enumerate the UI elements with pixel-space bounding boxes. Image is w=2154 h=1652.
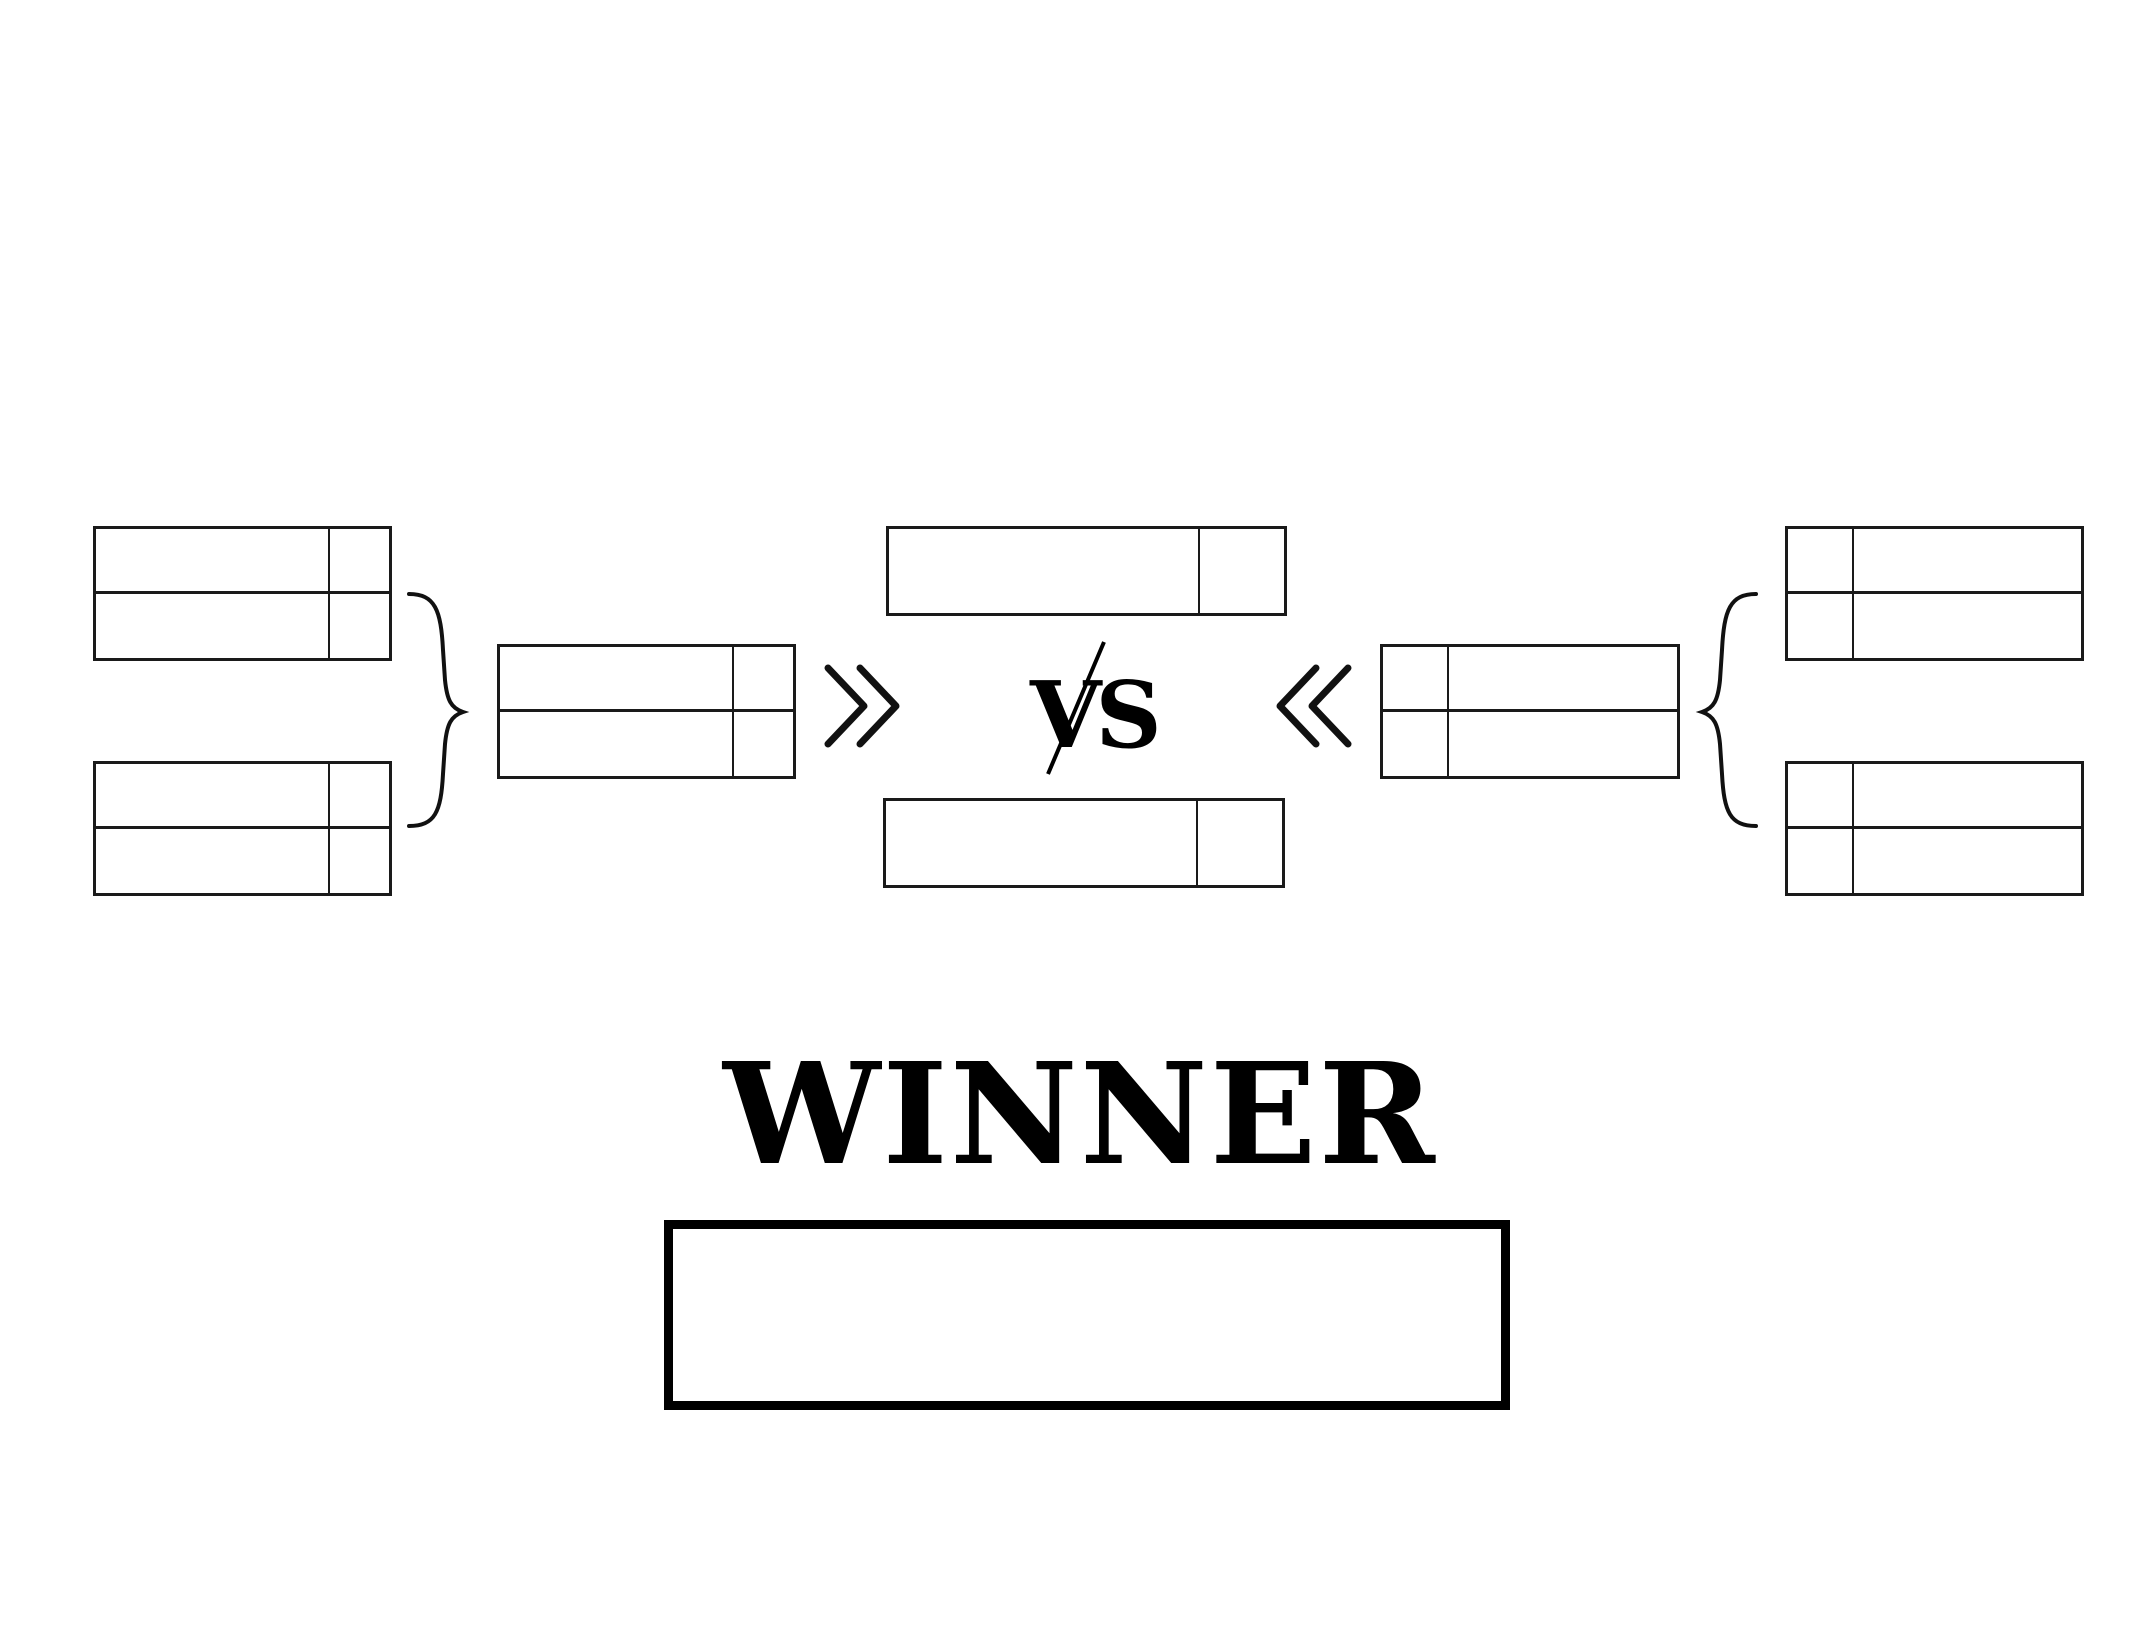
team-score[interactable] [1788, 764, 1854, 826]
right-r1-match-1 [1785, 526, 2084, 661]
right-r1-match-2 [1785, 761, 2084, 896]
left-semifinal-slot-b[interactable] [500, 711, 793, 777]
winner-name-box[interactable] [664, 1220, 1510, 1410]
left-semifinal-slot-a[interactable] [500, 647, 793, 712]
left-semifinal-match [497, 644, 796, 779]
team-name[interactable] [1854, 829, 2081, 894]
right-r1-match-1-slot-a[interactable] [1788, 529, 2081, 594]
double-chevron-right-icon [824, 664, 900, 748]
left-r1-match-2-slot-a[interactable] [96, 764, 389, 829]
right-r1-match-2-slot-a[interactable] [1788, 764, 2081, 829]
team-score[interactable] [1788, 828, 1854, 893]
right-semifinal-slot-a[interactable] [1383, 647, 1677, 712]
right-semifinal-slot-b[interactable] [1383, 711, 1677, 777]
right-bracket-brace-icon [1695, 592, 1758, 828]
team-name[interactable] [886, 801, 1196, 885]
right-r1-match-2-slot-b[interactable] [1788, 828, 2081, 894]
team-name[interactable] [96, 529, 328, 591]
team-score[interactable] [328, 593, 389, 658]
team-name[interactable] [889, 529, 1198, 613]
team-score[interactable] [1788, 593, 1854, 658]
team-name[interactable] [96, 764, 328, 826]
team-name[interactable] [1854, 529, 2081, 591]
team-score[interactable] [1788, 529, 1854, 591]
left-bracket-brace-icon [407, 592, 470, 828]
winner-title: WINNER [723, 1033, 1437, 1197]
team-name[interactable] [96, 594, 328, 659]
team-score[interactable] [328, 529, 389, 591]
team-name[interactable] [1854, 764, 2081, 826]
team-name[interactable] [1854, 594, 2081, 659]
team-score[interactable] [732, 711, 793, 776]
team-score[interactable] [328, 828, 389, 893]
team-name[interactable] [500, 647, 732, 709]
right-r1-match-1-slot-b[interactable] [1788, 593, 2081, 659]
final-slot-bottom[interactable] [883, 798, 1285, 888]
team-score[interactable] [1196, 801, 1282, 885]
team-score[interactable] [1383, 711, 1449, 776]
vs-slash-icon [1046, 641, 1106, 775]
team-score[interactable] [328, 764, 389, 826]
right-semifinal-match [1380, 644, 1680, 779]
team-score[interactable] [1198, 529, 1284, 613]
team-name[interactable] [1449, 647, 1677, 709]
team-name[interactable] [1449, 712, 1677, 777]
team-name[interactable] [500, 712, 732, 777]
left-r1-match-1-slot-a[interactable] [96, 529, 389, 594]
left-r1-match-2-slot-b[interactable] [96, 828, 389, 894]
left-r1-match-1-slot-b[interactable] [96, 593, 389, 659]
vs-label: VS [1030, 661, 1162, 769]
double-chevron-left-icon [1276, 664, 1352, 748]
team-score[interactable] [732, 647, 793, 709]
team-score[interactable] [1383, 647, 1449, 709]
team-name[interactable] [96, 829, 328, 894]
left-r1-match-1 [93, 526, 392, 661]
final-slot-top[interactable] [886, 526, 1287, 616]
left-r1-match-2 [93, 761, 392, 896]
